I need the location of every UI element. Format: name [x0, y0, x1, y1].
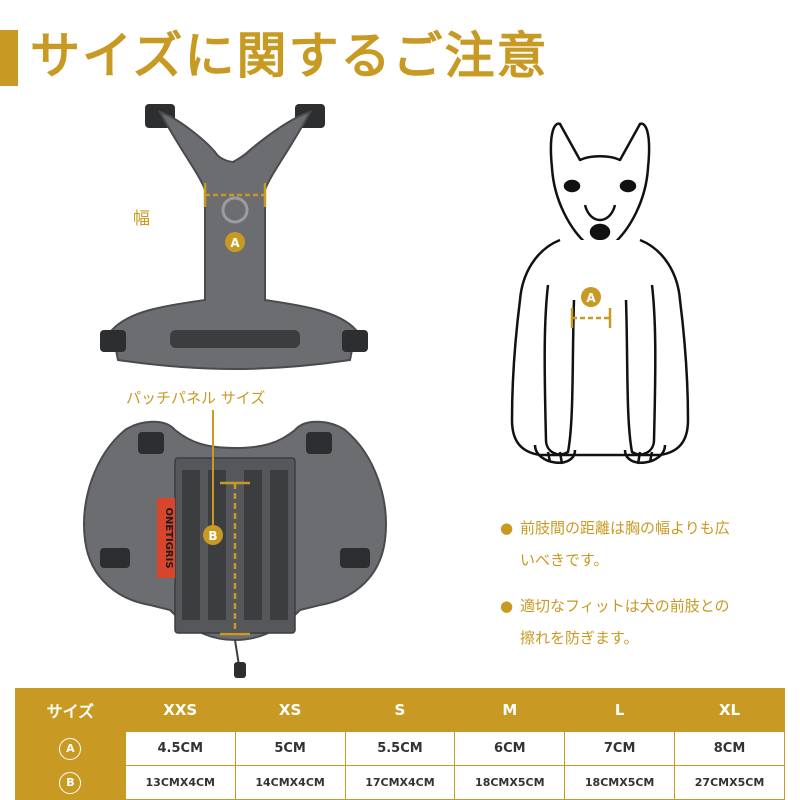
- brand-tag: [157, 498, 175, 578]
- table-cell: 7CM: [564, 731, 676, 766]
- row-b-key: B: [15, 765, 126, 800]
- marker-a-front: A: [230, 236, 240, 250]
- harness-front-image: A: [100, 104, 368, 370]
- marker-a-dog: A: [586, 291, 596, 305]
- marker-a-circle-front: [225, 232, 245, 252]
- table-cell: 17CMX4CM: [344, 765, 456, 800]
- width-label: 幅: [133, 209, 150, 229]
- note-1: ● 前肢間の距離は胸の幅よりも広いべきです。: [500, 512, 740, 576]
- row-a-key: A: [15, 731, 126, 766]
- table-cell: 8CM: [674, 731, 785, 766]
- marker-b: B: [208, 529, 217, 543]
- bullet-dot: ●: [500, 597, 514, 615]
- table-cell: 18CMX5CM: [564, 765, 676, 800]
- table-cell: 27CMX5CM: [674, 765, 785, 800]
- size-col-xs: XS: [234, 688, 346, 732]
- size-col-xl: XL: [674, 688, 785, 732]
- size-col-s: S: [344, 688, 456, 732]
- size-table-header: サイズ XXS XS S M L XL: [15, 688, 785, 732]
- right-side-buckle: [342, 330, 368, 352]
- dog-illustration: [510, 122, 690, 465]
- marker-b-circle: [203, 525, 223, 545]
- row-a-badge: A: [59, 737, 82, 760]
- table-row-a: A 4.5CM 5CM 5.5CM 6CM 7CM 8CM: [15, 731, 785, 766]
- table-cell: 4.5CM: [124, 731, 236, 766]
- table-row-b: B 13CMX4CM 14CMX4CM 17CMX4CM 18CMX5CM 18…: [15, 765, 785, 800]
- size-col-m: M: [454, 688, 566, 732]
- bullet-dot: ●: [500, 519, 514, 537]
- table-cell: 13CMX4CM: [124, 765, 236, 800]
- brand-tag-label: ONETIGRIS: [163, 507, 174, 568]
- table-cell: 6CM: [454, 731, 566, 766]
- table-cell: 5.5CM: [344, 731, 456, 766]
- left-side-buckle: [100, 330, 126, 352]
- size-col-xxs: XXS: [124, 688, 236, 732]
- marker-a-circle-dog: [581, 287, 601, 307]
- note-2-text: 適切なフィットは犬の前肢との擦れを防ぎます。: [520, 597, 730, 647]
- table-cell: 14CMX4CM: [234, 765, 346, 800]
- patch-panel-label: パッチパネル サイズ: [126, 389, 266, 407]
- page-title: サイズに関するご注意: [30, 27, 549, 85]
- note-1-text: 前肢間の距離は胸の幅よりも広いべきです。: [520, 519, 730, 569]
- table-cell: 5CM: [234, 731, 346, 766]
- note-2: ● 適切なフィットは犬の前肢との擦れを防ぎます。: [500, 590, 740, 654]
- size-col-l: L: [564, 688, 676, 732]
- harness-back-image: ONETIGRIS B: [83, 410, 387, 678]
- table-cell: 18CMX5CM: [454, 765, 566, 800]
- title-accent-bar: [0, 30, 18, 86]
- size-header-label: サイズ: [15, 688, 126, 732]
- illustration: A ONETIGRIS B: [83, 104, 690, 678]
- row-b-badge: B: [59, 771, 82, 794]
- size-table: サイズ XXS XS S M L XL A 4.5CM 5CM 5.5CM 6C…: [15, 688, 785, 800]
